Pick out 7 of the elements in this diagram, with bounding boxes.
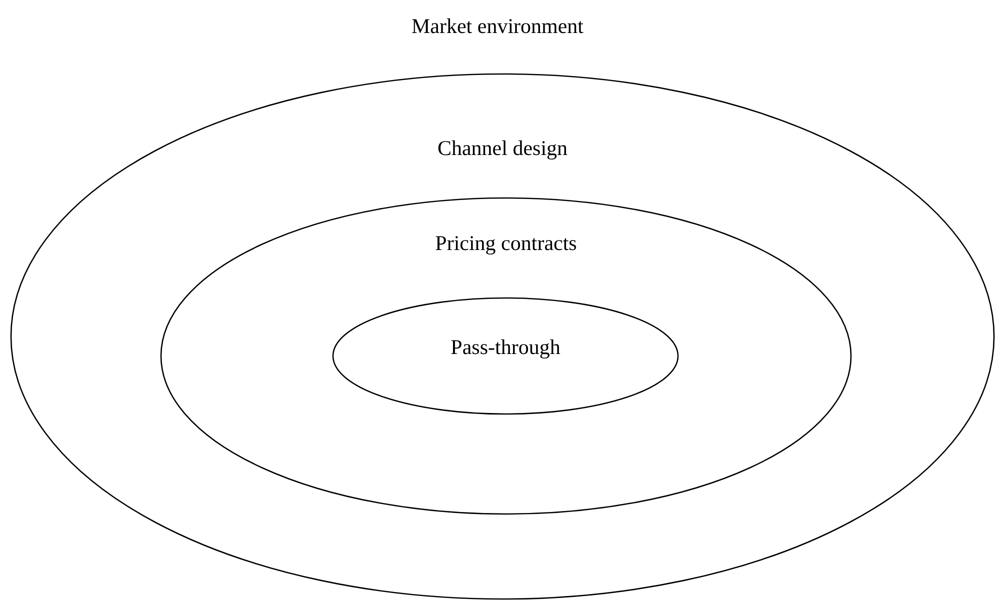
ellipse-node xyxy=(332,297,679,415)
layer-label: Market environment xyxy=(410,14,585,39)
layer-label: Pass-through xyxy=(450,335,562,360)
layer-label: Channel design xyxy=(436,136,569,161)
ellipse-node xyxy=(160,197,852,515)
ellipse-node xyxy=(10,73,995,600)
layer-label: Pricing contracts xyxy=(434,231,578,256)
